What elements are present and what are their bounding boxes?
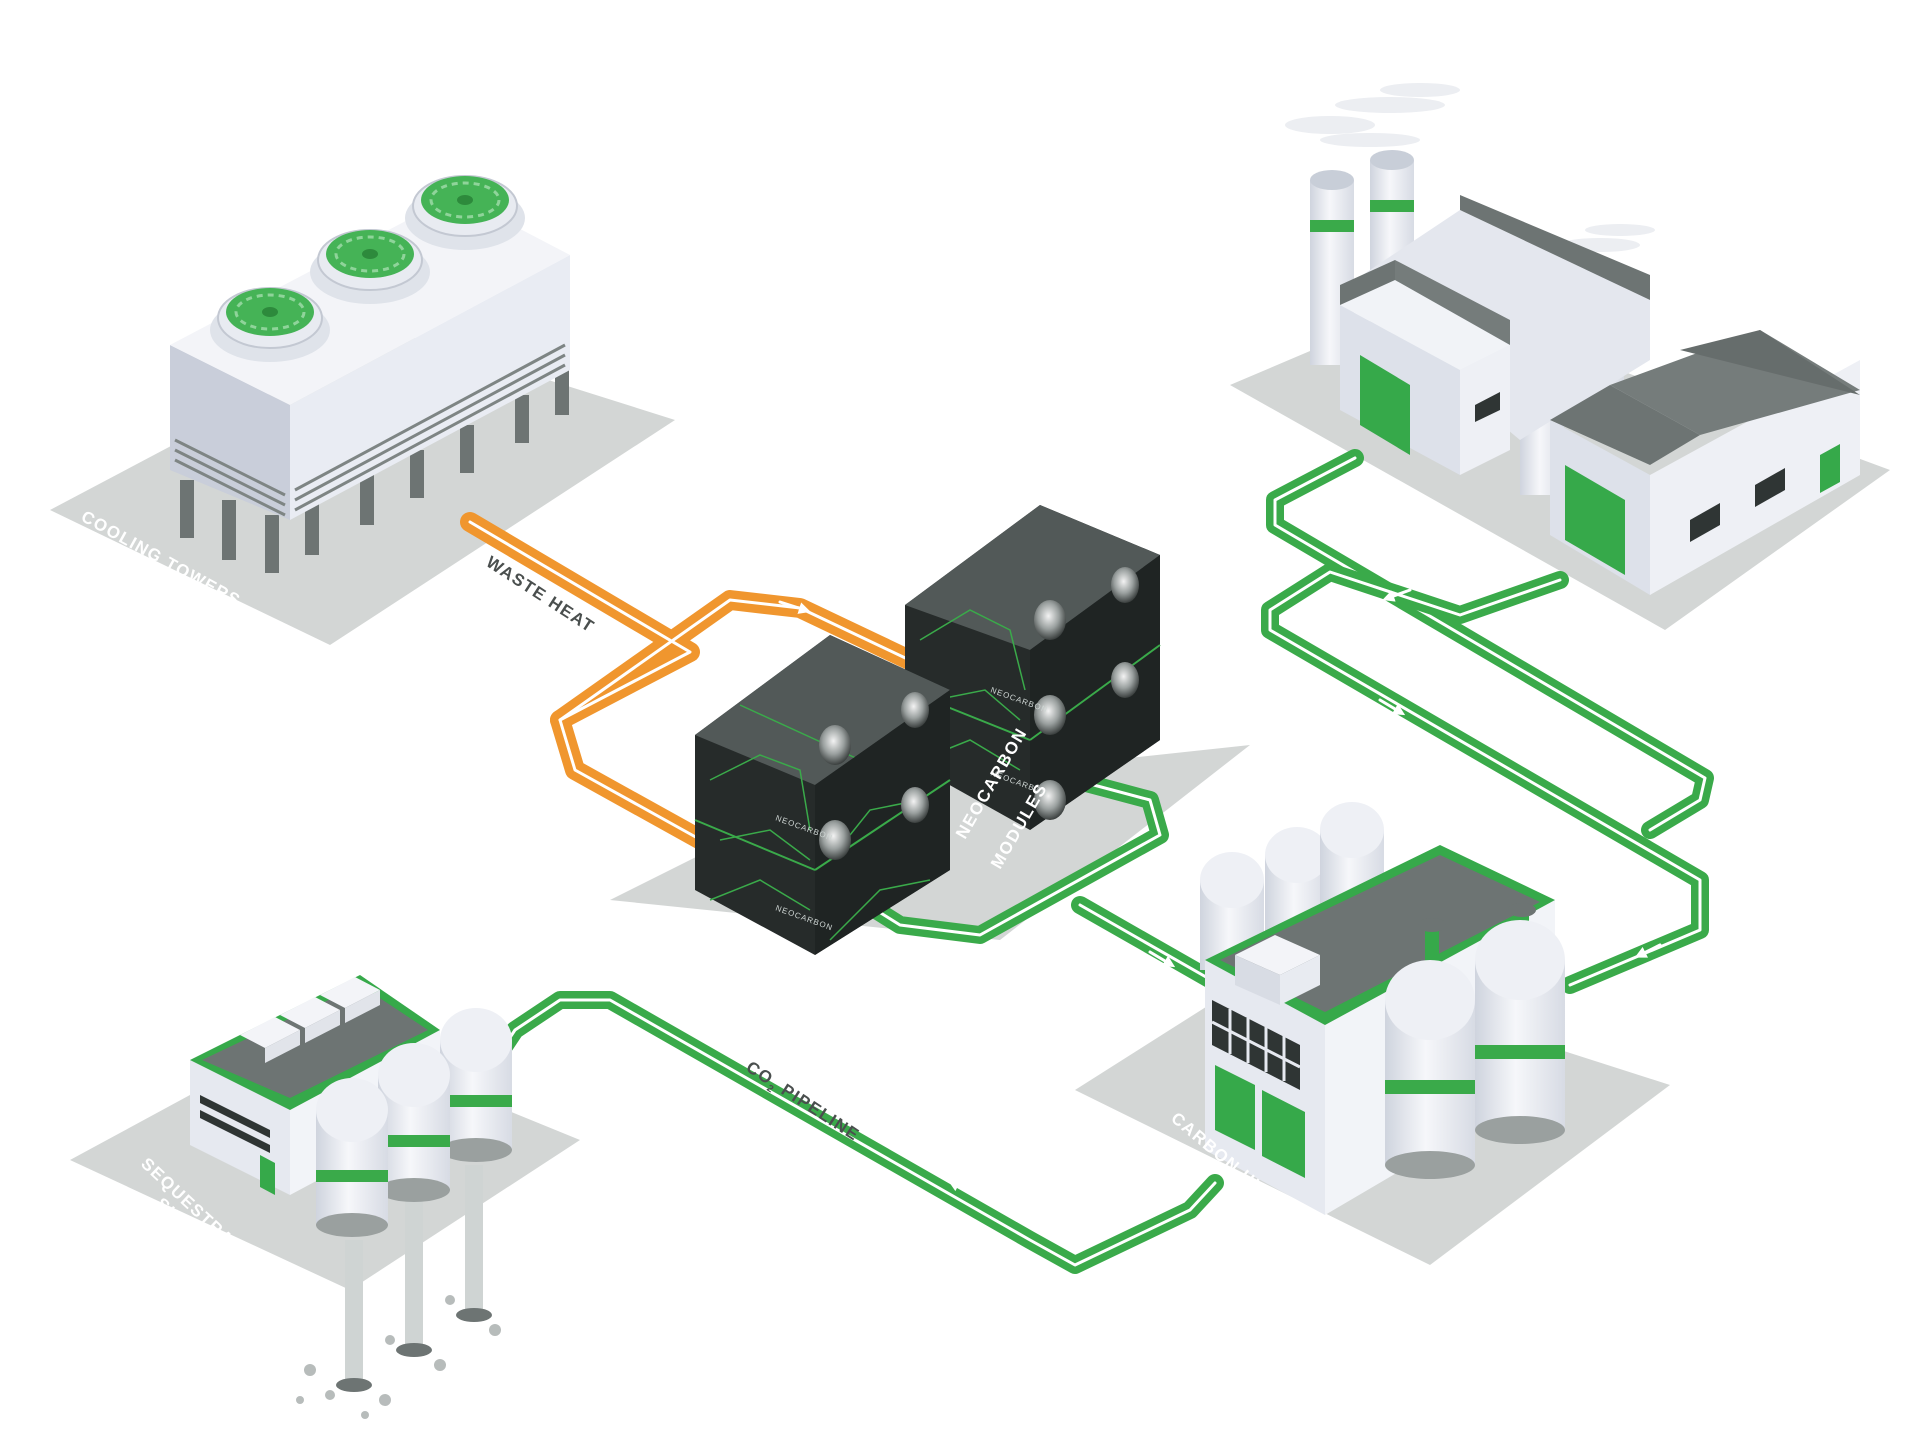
- smoke-icon: [1285, 83, 1655, 252]
- flow-arrow-icon: [947, 1180, 977, 1197]
- co2-pipeline: [496, 991, 1224, 1274]
- emitter-factory: [1285, 83, 1860, 595]
- co2-return-pipe: [1261, 449, 1714, 994]
- cooling-tower-building: [170, 175, 570, 573]
- fan-icon: [210, 287, 330, 362]
- pipes: [460, 449, 1714, 1274]
- modules-to-hub-pipe: [851, 771, 1229, 994]
- label-co2-pipeline: CO2 PIPELINE: [741, 1057, 864, 1148]
- fan-icon: [405, 175, 525, 250]
- fan-icon: [310, 229, 430, 304]
- carbon-hub-building: [1200, 802, 1565, 1215]
- co2-subscript: 2: [765, 1083, 777, 1096]
- flow-arrow-icon: [1378, 698, 1406, 716]
- flow-arrow-icon: [554, 1010, 582, 1025]
- flow-arrow-icon: [1382, 588, 1412, 602]
- neocarbon-modules: NEOCARBON NEOCARBON NEOCARBON NEOCARBON: [694, 505, 1161, 955]
- sequestration-site-building: [190, 975, 512, 1419]
- flow-arrow-icon: [778, 600, 811, 614]
- module-stack-back: NEOCARBON NEOCARBON: [904, 505, 1161, 830]
- module-stack-front: NEOCARBON NEOCARBON: [694, 635, 951, 955]
- flow-arrow-icon: [1148, 950, 1176, 968]
- waste-heat-pipe: [460, 512, 930, 855]
- flow-arrow-icon: [1634, 943, 1662, 958]
- flow-arrow-icon: [583, 733, 614, 751]
